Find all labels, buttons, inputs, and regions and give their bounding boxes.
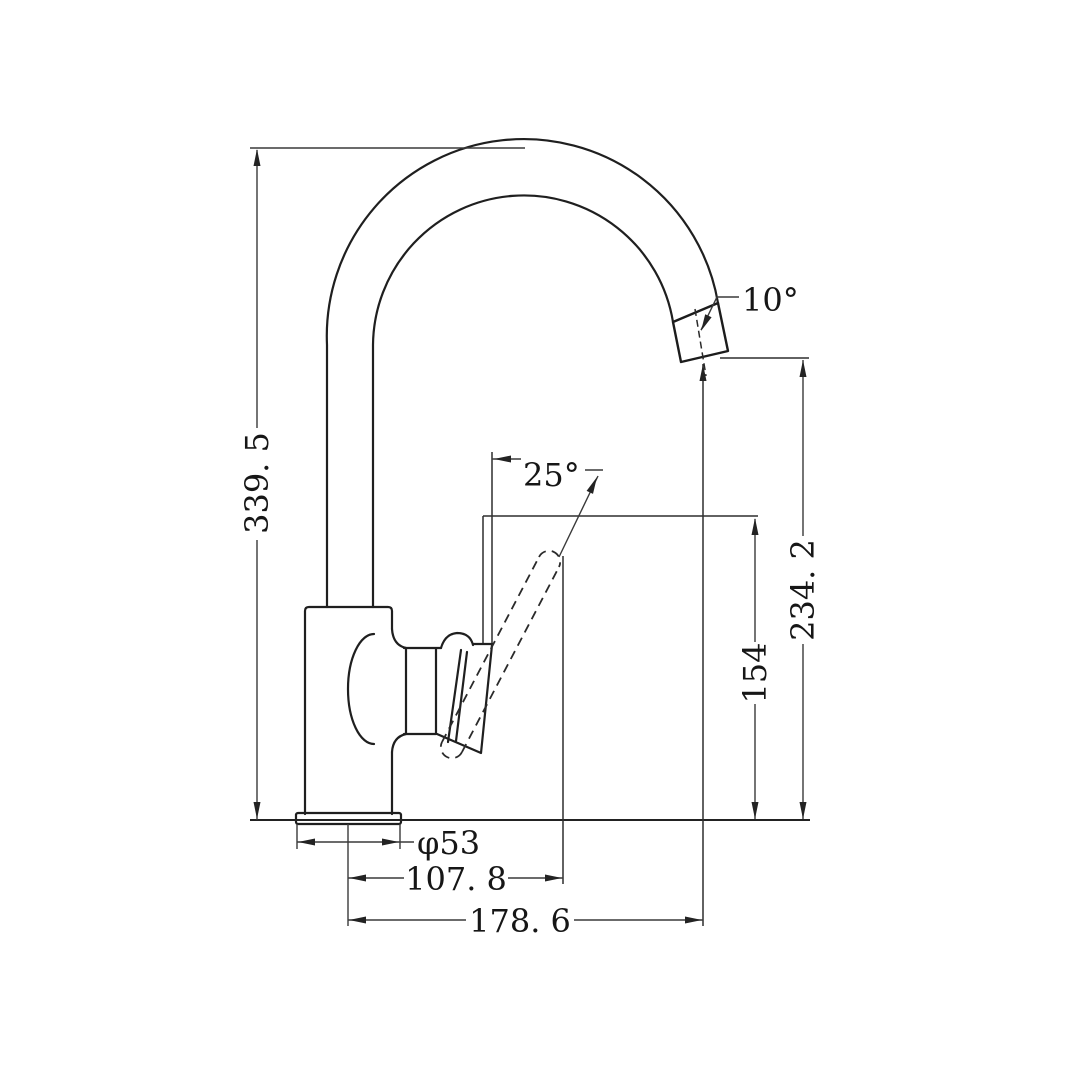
lever-raised-dashed bbox=[439, 549, 562, 760]
dim-base-dia-ext bbox=[296, 824, 401, 849]
arrow-up-154 bbox=[751, 518, 759, 535]
arrow-right-53 bbox=[382, 838, 399, 846]
spout-inner-arc bbox=[371, 194, 675, 609]
label-outlet-height: 234. 2 bbox=[784, 539, 822, 641]
arrow-right-107 bbox=[545, 874, 562, 882]
label-overall-height: 339. 5 bbox=[238, 432, 276, 534]
handle-hub-dome bbox=[439, 631, 495, 650]
lever-dashed-base-cap bbox=[439, 741, 463, 760]
base-flange bbox=[294, 811, 403, 826]
ball-joint bbox=[346, 632, 376, 746]
arrow-down-154 bbox=[751, 802, 759, 819]
lever-dashed-edge-left bbox=[441, 556, 540, 743]
arrow-left-178 bbox=[349, 916, 366, 924]
body-neck-fillet-top bbox=[390, 627, 408, 650]
dimension-lines bbox=[250, 147, 807, 926]
dimension-labels: 339. 5 234. 2 154 φ53 107. 8 178. 6 10° … bbox=[238, 281, 822, 940]
label-spout-reach: 178. 6 bbox=[469, 902, 571, 940]
body-column bbox=[303, 605, 394, 816]
arrow-left-107 bbox=[349, 874, 366, 882]
reference-lines bbox=[250, 357, 810, 926]
arrow-handle-angle-left bbox=[494, 455, 511, 463]
arrow-spout-tip-up bbox=[699, 364, 707, 381]
label-clearance-height: 154 bbox=[736, 642, 774, 703]
arrow-up-234 bbox=[799, 360, 807, 377]
arrow-down-339 bbox=[253, 802, 261, 819]
label-handle-angle: 25° bbox=[523, 456, 580, 494]
lever-dashed-edge-right bbox=[461, 566, 560, 753]
handle-housing bbox=[435, 643, 494, 755]
arrow-down-234 bbox=[799, 802, 807, 819]
arrow-left-53 bbox=[298, 838, 315, 846]
aerator-axis-line bbox=[694, 308, 707, 377]
arrow-outlet-angle bbox=[701, 314, 712, 331]
label-outlet-angle: 10° bbox=[742, 281, 799, 319]
arrow-up-339 bbox=[253, 149, 261, 166]
arrow-right-178 bbox=[685, 916, 702, 924]
lever-dashed-tip-cap bbox=[538, 549, 562, 568]
body-neck-fillet-bottom bbox=[390, 732, 408, 754]
label-handle-reach: 107. 8 bbox=[405, 860, 507, 898]
arrow-handle-angle-slant bbox=[586, 477, 597, 494]
spout-outer-arc bbox=[325, 138, 720, 609]
cartridge-neck bbox=[402, 646, 443, 736]
faucet-outline bbox=[294, 138, 730, 826]
aerator-tip bbox=[671, 301, 730, 364]
label-base-diameter: φ53 bbox=[417, 824, 480, 862]
